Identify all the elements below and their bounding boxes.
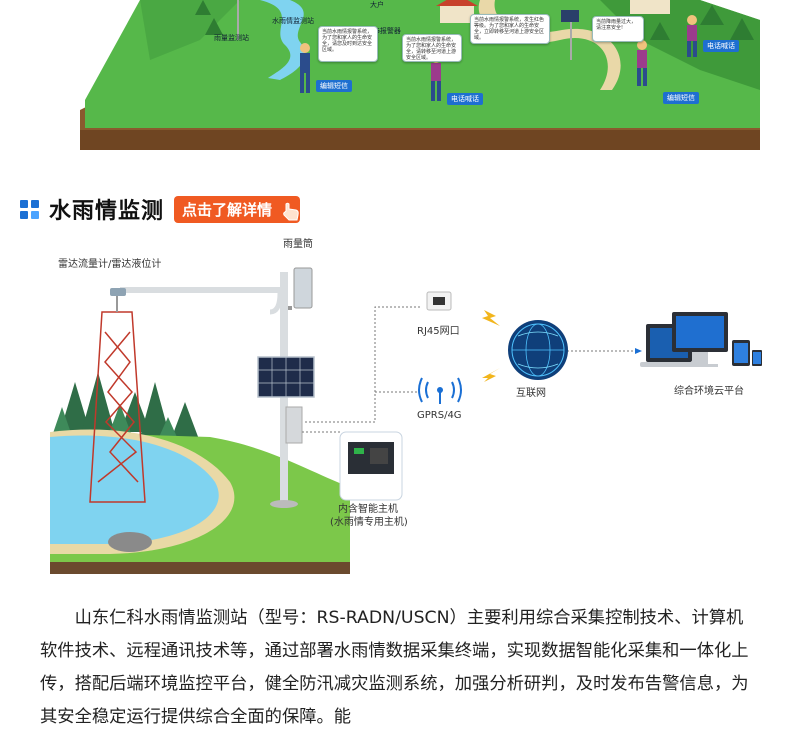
rain-station-label: 雨量监测站: [214, 34, 249, 42]
alarm-bubble-2: 当前水雨情报警系统，为了您和家人的生命安全，请转移至河道上游安全区域。: [402, 34, 462, 62]
alarm-bubble-4: 当前降雨量过大，请注意安全!: [592, 16, 644, 42]
diorama-terrain: [80, 0, 760, 150]
pointing-hand-icon: [283, 202, 299, 220]
alarm-label-2: 4G报警器: [370, 27, 401, 35]
station-label: 水雨情监测站: [272, 17, 314, 25]
diorama-illustration: 水雨情监测站 雨量监测站 大户 4G报警器 当前水雨情报警系统，为了您和家人的生…: [0, 0, 790, 160]
diagram-graphics: [50, 267, 762, 574]
gprs-label: GPRS/4G: [417, 410, 462, 421]
call-tag: 电话喊话: [447, 93, 483, 105]
alarm-bubble-3: 当前水雨情报警系统，发生红色等级。为了您和家人的生命安全，立即转移至河道上游安全…: [470, 14, 550, 44]
rj45-label: RJ45网口: [417, 326, 460, 337]
call-tag-2: 电话喊话: [703, 40, 739, 52]
internet-label: 互联网: [516, 388, 546, 399]
host-label-2: (水雨情专用主机): [330, 517, 408, 528]
description-paragraph: 山东仁科水雨情监测站（型号：RS-RADN/USCN）主要利用综合采集控制技术、…: [40, 608, 749, 727]
sms-tag: 编辑短信: [316, 80, 352, 92]
section-header: 水雨情监测 点击了解详情: [20, 193, 301, 225]
system-diagram: 雷达流量计/雷达液位计 雨量筒 RJ45网口 GPRS/4G 互联网 综合环境云…: [50, 232, 790, 580]
section-title: 水雨情监测: [49, 199, 165, 224]
cloud-platform-label: 综合环境云平台: [674, 386, 744, 397]
alarm-bubble-1: 当前水雨情报警系统，为了您和家人的生命安全，请您及时到达安全区域。: [318, 26, 378, 62]
sms-tag-2: 编辑短信: [663, 92, 699, 104]
detail-button-label: 点击了解详情: [182, 200, 273, 219]
alarm-label-1: 大户: [370, 1, 384, 9]
detail-button[interactable]: 点击了解详情: [174, 195, 301, 223]
rain-gauge-label: 雨量筒: [283, 239, 313, 250]
host-label-1: 内含智能主机: [338, 504, 398, 515]
radar-label: 雷达流量计/雷达液位计: [58, 259, 162, 270]
grid-icon: [20, 199, 39, 219]
